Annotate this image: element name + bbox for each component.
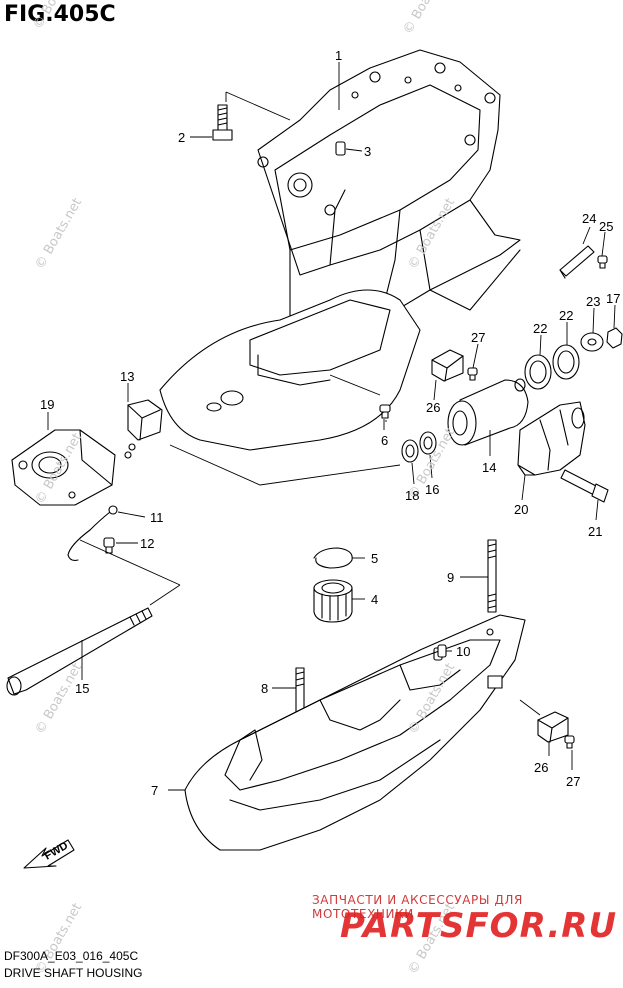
guide-line-bolt6 (329, 374, 381, 396)
clip-part-24[interactable] (559, 245, 595, 279)
callout-7: 7 (151, 783, 158, 798)
callout-24: 24 (582, 211, 596, 226)
ring-part-22b[interactable] (552, 344, 580, 380)
callout-labels: 1 2 3 4 5 6 7 8 9 10 11 12 13 14 15 16 1… (40, 48, 620, 798)
guide-line-upper (169, 444, 401, 486)
callout-18: 18 (405, 488, 419, 503)
fwd-arrow-icon (23, 839, 75, 869)
screw-part-25[interactable] (597, 255, 608, 269)
callout-2: 2 (178, 130, 185, 145)
callout-13: 13 (120, 369, 134, 384)
partsfor-logo: PARTSFOR.RU (340, 906, 618, 946)
callout-26: 26 (534, 760, 548, 775)
leader-16 (429, 454, 433, 479)
bolt-upper-part-27[interactable] (467, 367, 478, 381)
leader-22a (539, 334, 542, 356)
callout-5: 5 (371, 551, 378, 566)
lower-housing-part-7[interactable] (184, 614, 526, 851)
callout-22: 22 (559, 308, 573, 323)
dowel-part-10[interactable] (437, 644, 447, 658)
leader-21 (595, 499, 599, 521)
callout-27: 27 (566, 774, 580, 789)
leader-25 (601, 231, 606, 257)
leader-20 (521, 474, 526, 501)
mount-rubber-lower-part-26[interactable] (537, 711, 569, 743)
screw-part-12[interactable] (103, 537, 115, 554)
guide-line-stud (79, 539, 181, 606)
washer-part-23[interactable] (580, 332, 604, 352)
callout-23: 23 (586, 294, 600, 309)
holder-part-19[interactable] (11, 429, 116, 506)
callout-9: 9 (447, 570, 454, 585)
callout-10: 10 (456, 644, 470, 659)
callout-8: 8 (261, 681, 268, 696)
callout-20: 20 (514, 502, 528, 517)
callout-4: 4 (371, 592, 378, 607)
plug-part-13[interactable] (124, 399, 163, 459)
bracket-part-20[interactable] (517, 401, 586, 476)
stud-part-15[interactable] (6, 607, 153, 696)
nut-part-17[interactable] (606, 327, 623, 349)
washer-part-18[interactable] (401, 439, 419, 463)
callout-15: 15 (75, 681, 89, 696)
callout-3: 3 (364, 144, 371, 159)
leader-17 (613, 304, 616, 329)
collar-part-4[interactable] (313, 579, 353, 623)
partsfor-tagline: ЗАПЧАСТИ И АКСЕССУАРЫ ДЛЯ МОТОТЕХНИКИ (312, 893, 523, 921)
leader-11 (117, 511, 146, 518)
callout-19: 19 (40, 397, 54, 412)
callout-17: 17 (606, 291, 620, 306)
drive-shaft-housing-part[interactable] (159, 49, 521, 451)
leader-18 (411, 462, 415, 485)
bolt-lower-part-27[interactable] (564, 735, 575, 749)
ring-part-22a[interactable] (524, 354, 552, 390)
leader-2-ref (225, 91, 291, 121)
callout-21: 21 (588, 524, 602, 539)
mount-part-14[interactable] (447, 378, 529, 446)
callout-27: 27 (471, 330, 485, 345)
leader-26-upper (433, 379, 437, 401)
leader-27-upper (472, 343, 479, 369)
callout-26: 26 (426, 400, 440, 415)
watermark-text: © Boats.net (400, 0, 453, 37)
watermark-text: © Boats.net (32, 196, 85, 272)
mount-rubber-upper-part-26[interactable] (431, 349, 464, 382)
footer-assembly-name: DRIVE SHAFT HOUSING (4, 966, 143, 980)
footer-model-code: DF300A_E03_016_405C (4, 949, 139, 963)
leader-3 (345, 148, 363, 152)
watermark-text: © Boats.net (30, 0, 83, 32)
callout-14: 14 (482, 460, 496, 475)
callout-25: 25 (599, 219, 613, 234)
leader-23 (592, 307, 595, 334)
callout-1: 1 (335, 48, 342, 63)
wire-part-11[interactable] (67, 505, 118, 561)
callout-12: 12 (140, 536, 154, 551)
washer-part-16[interactable] (419, 431, 437, 455)
guide-line-mount (519, 699, 541, 716)
stud-part-9[interactable] (487, 539, 497, 613)
callout-16: 16 (425, 482, 439, 497)
bolt-part-2[interactable] (212, 104, 233, 141)
circlip-part-5[interactable] (313, 547, 353, 569)
callout-11: 11 (150, 510, 164, 525)
callout-6: 6 (381, 433, 388, 448)
callout-22: 22 (533, 321, 547, 336)
figure-title: FIG.405C (4, 2, 116, 27)
bolt-part-6[interactable] (379, 404, 391, 419)
bolt-part-21[interactable] (560, 469, 609, 503)
leader-24 (582, 226, 591, 245)
